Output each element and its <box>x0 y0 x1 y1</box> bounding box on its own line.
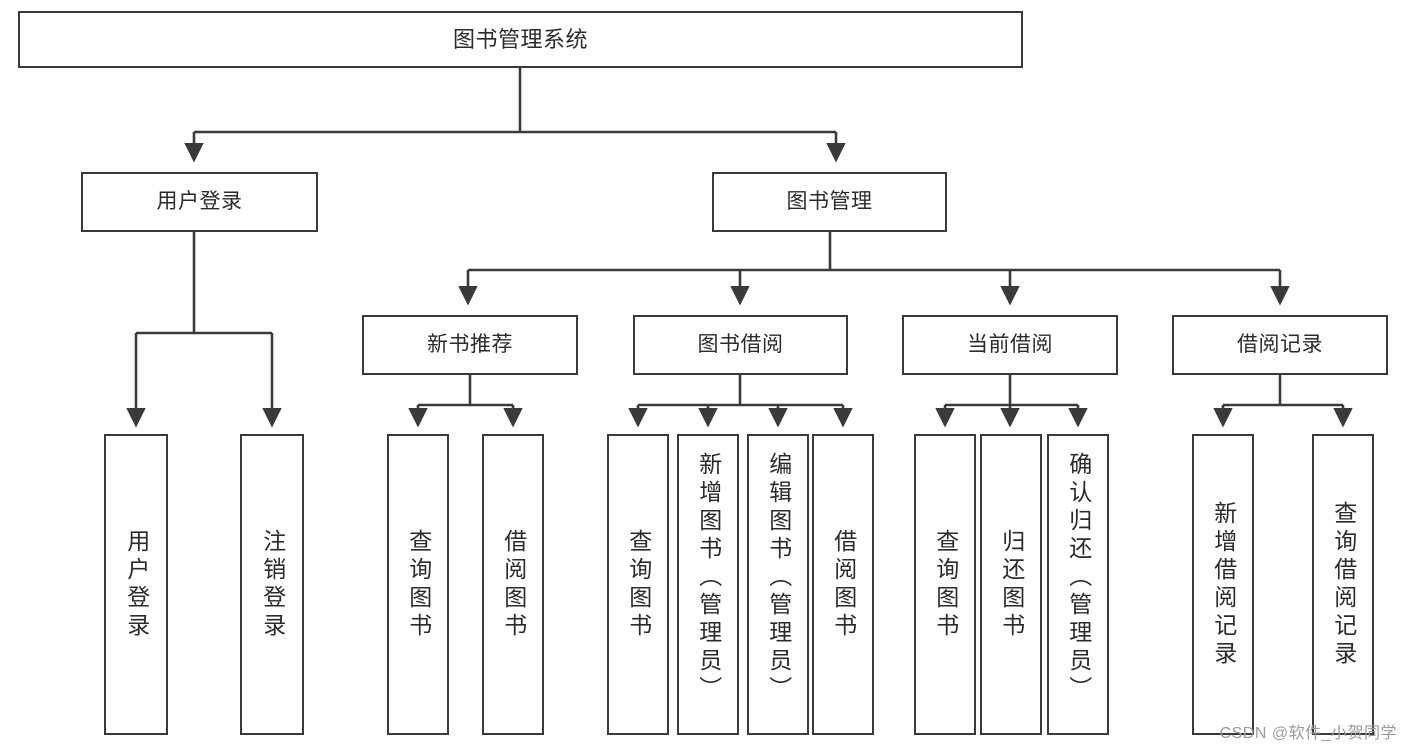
node-current-borrowing[interactable]: 当前借阅 <box>902 315 1118 375</box>
node-book-management[interactable]: 图书管理 <box>712 172 947 232</box>
node-label: 注销登录 <box>259 528 286 641</box>
leaf-borrow-book-rec[interactable]: 借阅图书 <box>482 434 544 735</box>
leaf-add-book-admin[interactable]: 新增图书（管理员） <box>677 434 739 735</box>
node-label: 用户登录 <box>156 189 243 213</box>
node-label: 图书管理系统 <box>452 26 588 52</box>
csdn-watermark: CSDN @软件_小贺同学 <box>1219 725 1397 742</box>
leaf-query-book-rec[interactable]: 查询图书 <box>387 434 449 735</box>
leaf-borrow-book[interactable]: 借阅图书 <box>812 434 874 735</box>
node-label: 图书管理 <box>786 189 873 213</box>
node-user-login[interactable]: 用户登录 <box>81 172 318 232</box>
leaf-user-login[interactable]: 用户登录 <box>104 434 168 735</box>
node-borrowing-record[interactable]: 借阅记录 <box>1172 315 1388 375</box>
leaf-confirm-return-admin[interactable]: 确认归还（管理员） <box>1047 434 1109 735</box>
leaf-query-borrow-record[interactable]: 查询借阅记录 <box>1312 434 1374 735</box>
node-label: 新增图书（管理员） <box>695 452 722 704</box>
leaf-return-book[interactable]: 归还图书 <box>980 434 1042 735</box>
node-label: 用户登录 <box>123 528 150 641</box>
leaf-add-borrow-record[interactable]: 新增借阅记录 <box>1192 434 1254 735</box>
node-label: 借阅记录 <box>1237 332 1323 356</box>
node-label: 查询图书 <box>932 528 959 641</box>
node-label: 新书推荐 <box>427 332 513 356</box>
node-label: 借阅图书 <box>500 528 527 641</box>
leaf-query-book-borrow[interactable]: 查询图书 <box>607 434 669 735</box>
node-label: 查询图书 <box>405 528 432 641</box>
leaf-logout[interactable]: 注销登录 <box>240 434 304 735</box>
node-root-book-management-system[interactable]: 图书管理系统 <box>18 11 1023 68</box>
node-new-book-recommendation[interactable]: 新书推荐 <box>362 315 578 375</box>
node-label: 确认归还（管理员） <box>1065 452 1092 704</box>
node-label: 查询借阅记录 <box>1330 500 1357 669</box>
node-label: 编辑图书（管理员） <box>765 452 792 704</box>
node-label: 查询图书 <box>625 528 652 641</box>
node-label: 借阅图书 <box>830 528 857 641</box>
node-label: 图书借阅 <box>697 332 784 356</box>
node-label: 新增借阅记录 <box>1210 500 1237 669</box>
node-label: 归还图书 <box>998 528 1025 641</box>
node-label: 当前借阅 <box>967 332 1053 356</box>
leaf-edit-book-admin[interactable]: 编辑图书（管理员） <box>747 434 809 735</box>
leaf-query-book-current[interactable]: 查询图书 <box>914 434 976 735</box>
node-book-borrowing[interactable]: 图书借阅 <box>633 315 848 375</box>
